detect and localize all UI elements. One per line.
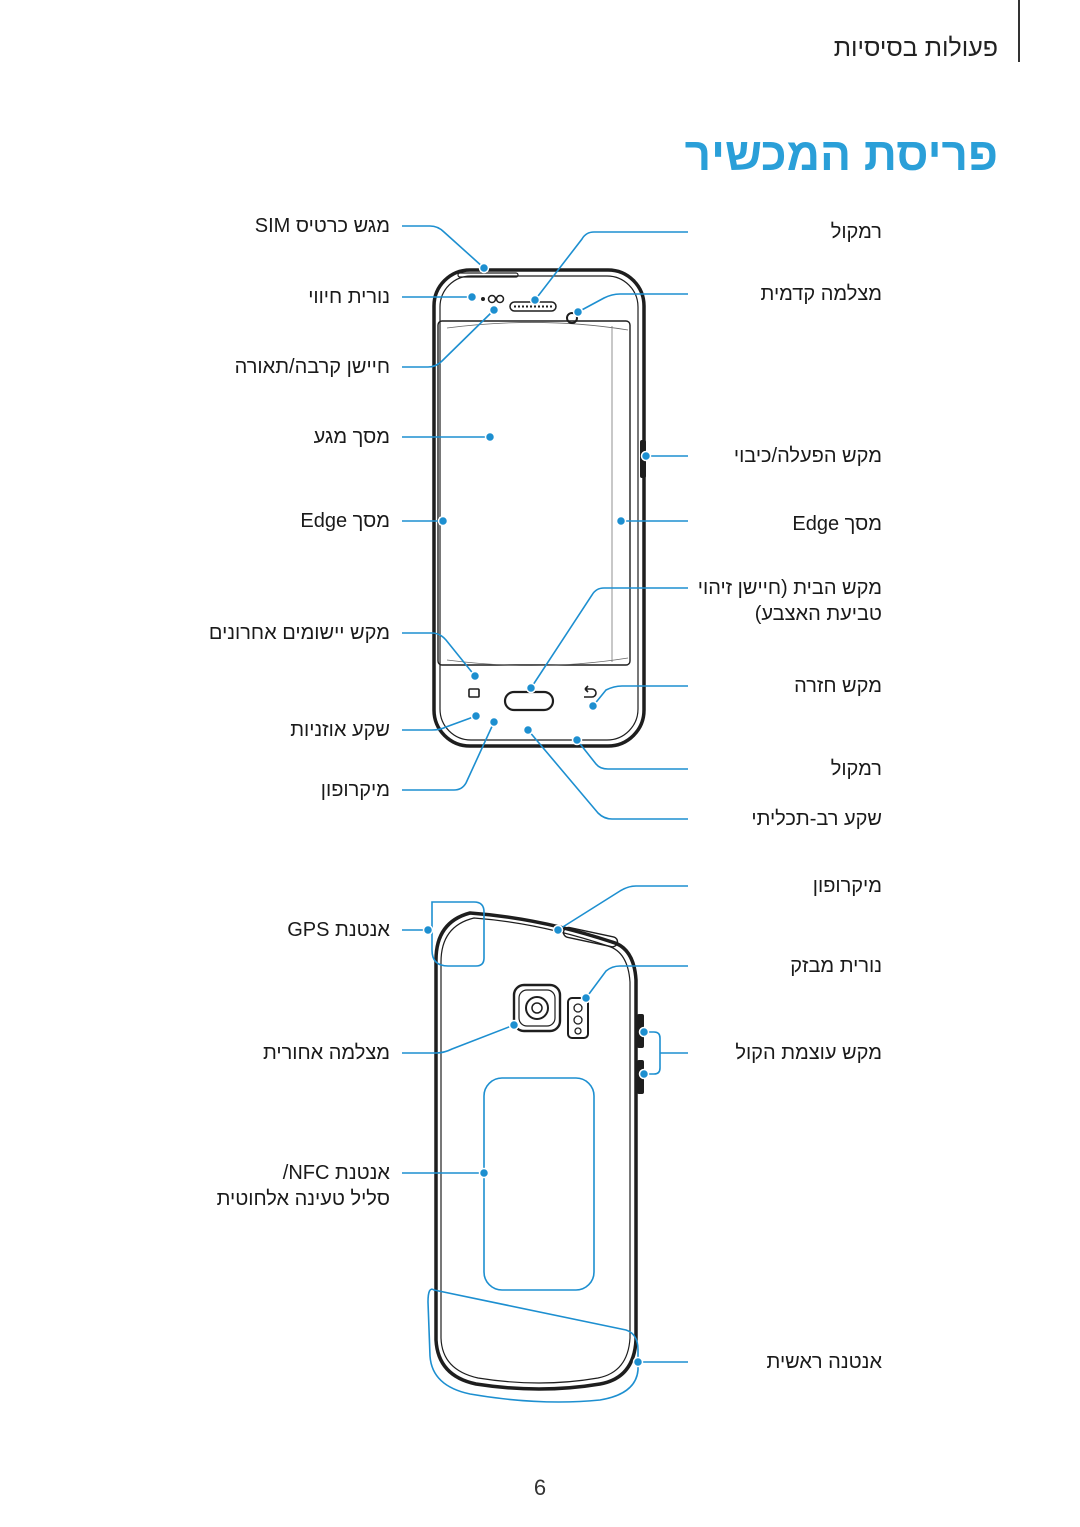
callout-dots (422, 262, 652, 1368)
page-number: 6 (533, 1475, 547, 1500)
label-touchscreen: מסך מגע (313, 426, 390, 448)
label-speaker-top: רמקול (830, 221, 882, 243)
label-microphone-back: מיקרופון (812, 875, 882, 897)
callout-lines (402, 225, 688, 1403)
section-title: פעולות בסיסיות (833, 34, 998, 62)
label-rear-camera: מצלמה אחורית (262, 1042, 390, 1064)
label-volume-key: מקש עוצמת הקול (735, 1042, 882, 1064)
label-sim-tray: מגש כרטיס SIM (254, 215, 390, 237)
label-recent-apps-key: מקש יישומים אחרונים (208, 622, 390, 644)
label-multipurpose-jack: שקע רב-תכליתי (751, 808, 882, 830)
header-rule (1018, 0, 1020, 62)
label-home-key: מקש הבית (חיישן זיהוי טביעת האצבע) (697, 577, 882, 625)
label-back-key: מקש חזרה (794, 675, 882, 697)
label-flash: נורית מבזק (790, 955, 882, 977)
page-title: פריסת המכשיר (684, 128, 998, 180)
label-edge-screen-left: מסך Edge (300, 510, 390, 532)
label-edge-screen-right: מסך Edge (792, 513, 882, 535)
phone-back-illustration (434, 911, 644, 1391)
label-proximity-light-sensor: חיישן קרבה/תאורה (234, 356, 390, 378)
phone-front-illustration (432, 268, 646, 748)
label-main-antenna: אנטנה ראשית (766, 1351, 882, 1373)
label-gps-antenna: אנטנת GPS (287, 919, 390, 941)
label-indicator-led: נורית חיווי (308, 286, 390, 308)
label-earphone-jack: שקע אוזניות (290, 719, 390, 741)
label-front-camera: מצלמה קדמית (760, 283, 882, 305)
label-power-key: מקש הפעלה/כיבוי (733, 445, 882, 467)
label-nfc-antenna: אנטנת NFC/ סליל טעינה אלחוטית (216, 1162, 390, 1210)
label-speaker-bottom: רמקול (830, 758, 882, 780)
label-microphone-front: מיקרופון (320, 779, 390, 801)
